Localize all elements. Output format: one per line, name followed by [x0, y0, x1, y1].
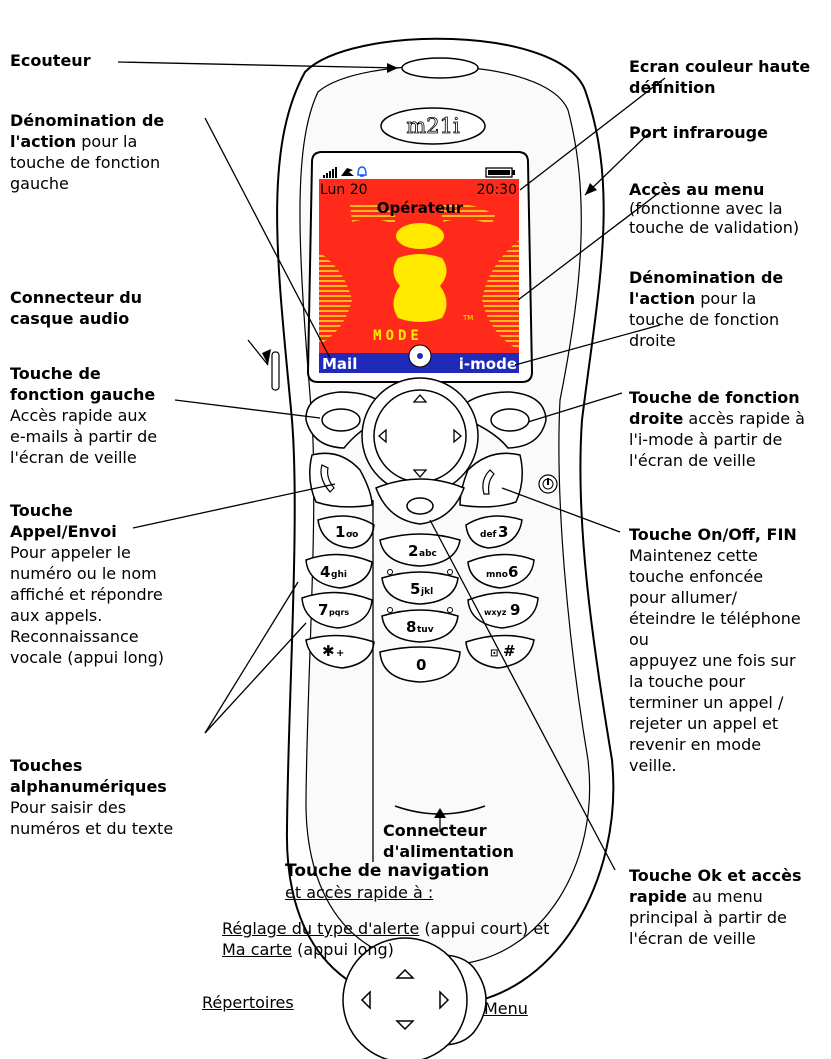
key-4-sub: ghi — [331, 570, 347, 580]
key-7[interactable] — [301, 591, 373, 629]
screen-right-soft[interactable]: i-mode — [459, 355, 517, 373]
screen-stripes-right — [482, 240, 519, 350]
nav-key[interactable] — [373, 389, 467, 483]
key-6-label: 6 — [508, 563, 518, 581]
arrowheads — [262, 63, 597, 818]
key-4-label: 4 — [320, 563, 330, 581]
nav-illustration-right-icon — [439, 990, 450, 1010]
key-star-label: ✱ — [322, 642, 335, 660]
label-menu: Menu — [484, 999, 528, 1018]
key-0-label: 0 — [416, 656, 426, 674]
nav-illustration-up-icon — [395, 968, 415, 979]
end-handset-icon — [482, 469, 495, 495]
status-bar — [319, 165, 519, 179]
key-5-sub: jkl — [420, 587, 433, 597]
screen-stripes-top-right — [440, 203, 495, 225]
key-hash-sub: ⊡ — [490, 648, 498, 659]
label-port-infrarouge: Port infrarouge — [629, 123, 768, 142]
key-1-sub: ơo — [346, 530, 358, 540]
label-repertoires: Répertoires — [202, 993, 294, 1012]
key-5[interactable] — [381, 571, 459, 605]
label-reglage: Réglage du type d'alerte (appui court) e… — [222, 919, 550, 959]
nav-illustration-down-icon — [395, 1020, 415, 1031]
signal-icon — [323, 167, 337, 178]
gprs-icon — [341, 168, 354, 176]
key-star[interactable] — [305, 634, 375, 669]
right-softkey[interactable] — [490, 408, 530, 432]
key-5-label: 5 — [410, 580, 420, 598]
screen-date: Lun 20 — [320, 182, 368, 198]
key-7-sub: pqrs — [329, 608, 349, 617]
key-2-label: 2 — [408, 542, 418, 560]
key-3[interactable] — [465, 515, 523, 549]
key-2[interactable] — [379, 533, 461, 567]
label-ecouteur: Ecouteur — [10, 51, 91, 70]
key-9[interactable] — [467, 591, 539, 629]
key-6-sub: mno — [486, 570, 508, 580]
nav-right-icon[interactable] — [453, 428, 462, 444]
key-1-label: 1 — [335, 523, 345, 541]
screen-stripes-left — [319, 252, 352, 345]
key-8-label: 8 — [406, 618, 416, 636]
key-3-sub: def — [480, 530, 497, 540]
key-8[interactable] — [381, 609, 459, 643]
key-6[interactable] — [467, 553, 535, 589]
key-7-label: 7 — [318, 601, 328, 619]
left-softkey[interactable] — [321, 408, 361, 432]
key-9-label: 9 — [510, 601, 520, 619]
imode-stem — [393, 254, 447, 322]
key-1[interactable] — [317, 515, 375, 549]
imode-dot — [396, 223, 444, 249]
leader-lines — [117, 61, 666, 871]
nav-up-icon[interactable] — [412, 394, 428, 403]
screen-mode: MODE — [373, 328, 423, 344]
side-button[interactable] — [271, 351, 280, 391]
nav-illustration-left-icon — [360, 990, 371, 1010]
key-2-sub: abc — [419, 549, 437, 559]
brand-text: m21i — [406, 114, 460, 138]
screen-left-soft[interactable]: Mail — [322, 355, 357, 373]
nav-left-icon[interactable] — [378, 428, 387, 444]
nav-illustration — [342, 937, 468, 1059]
key-hash-label: # — [503, 642, 516, 660]
ok-key[interactable] — [406, 497, 434, 515]
bell-icon — [357, 166, 367, 177]
nav-down-icon[interactable] — [412, 469, 428, 478]
key-star-sub: + — [336, 648, 344, 659]
key-8-sub: tuv — [417, 625, 434, 635]
brand-oval — [380, 107, 486, 145]
key-3-label: 3 — [498, 523, 508, 541]
key-0[interactable] — [379, 646, 461, 683]
earpiece — [401, 57, 479, 79]
screen-operator: Opérateur — [377, 199, 464, 217]
screen-time: 20:30 — [477, 182, 517, 198]
key-4[interactable] — [305, 553, 373, 589]
screen-tm: TM — [462, 314, 473, 322]
key-9-sub: wxyz — [484, 608, 507, 617]
screen-stripes-top-left — [350, 203, 395, 225]
